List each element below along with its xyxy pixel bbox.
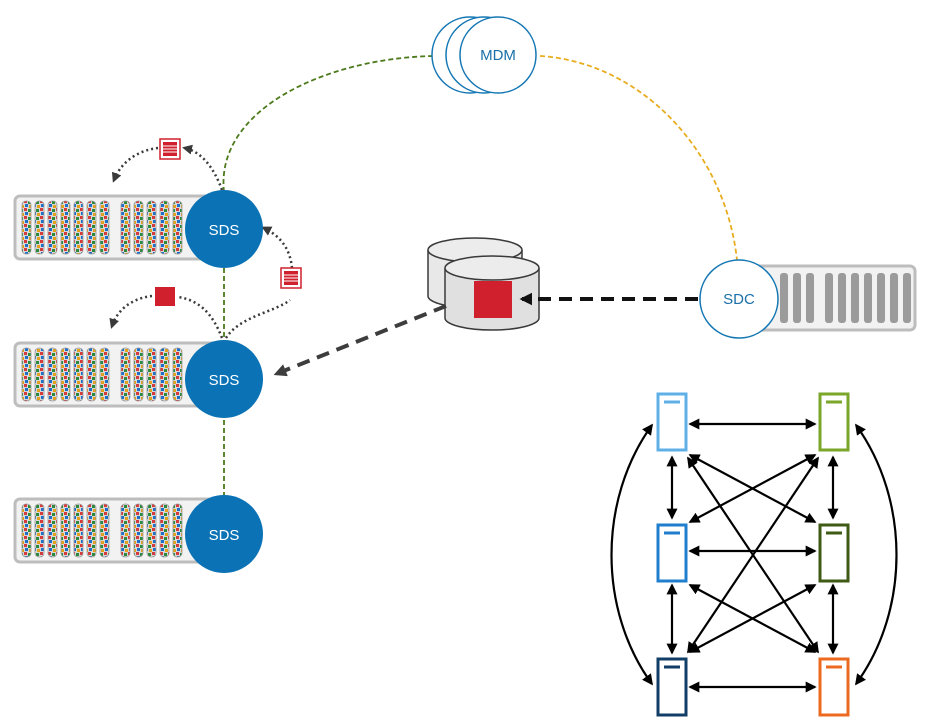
server-tower-icon bbox=[818, 392, 850, 452]
disk-slot bbox=[86, 347, 97, 402]
disk-slot bbox=[99, 347, 110, 402]
disk-slot bbox=[34, 200, 45, 255]
mdm-to-sds-link bbox=[222, 55, 435, 193]
disk-slot bbox=[60, 200, 71, 255]
disk-slot bbox=[159, 200, 170, 255]
volume-to-sds-arrow bbox=[273, 304, 447, 377]
mesh-link bbox=[855, 423, 898, 686]
disk-slot bbox=[172, 347, 183, 402]
drive-bay bbox=[890, 273, 898, 323]
drive-bay bbox=[825, 273, 833, 323]
disk-slot bbox=[133, 503, 144, 558]
drive-bay bbox=[877, 273, 885, 323]
mesh-network bbox=[610, 392, 898, 717]
disk-slot bbox=[86, 200, 97, 255]
sdc-node[interactable]: SDC bbox=[699, 259, 779, 339]
data-block-icon bbox=[280, 267, 302, 289]
replication-arrow bbox=[177, 295, 224, 339]
drive-bay bbox=[903, 273, 911, 323]
drive-bay bbox=[793, 273, 801, 323]
disk-slot bbox=[159, 503, 170, 558]
disk-slot bbox=[34, 347, 45, 402]
disk-slot bbox=[21, 503, 32, 558]
server-tower-icon bbox=[656, 392, 688, 452]
replication-arrow bbox=[109, 294, 153, 329]
disk-slot bbox=[159, 347, 170, 402]
disk-slot bbox=[47, 200, 58, 255]
disk-slot bbox=[99, 200, 110, 255]
disk-slot bbox=[73, 503, 84, 558]
disk-slot bbox=[60, 347, 71, 402]
mesh-link bbox=[687, 456, 819, 654]
replication-arrow bbox=[224, 298, 291, 339]
disk-slot bbox=[146, 347, 157, 402]
disk-slot bbox=[47, 347, 58, 402]
server-tower-icon bbox=[656, 523, 688, 583]
mdm-cluster[interactable]: MDM bbox=[431, 16, 537, 94]
server-tower-icon bbox=[656, 657, 688, 717]
replication-arrow bbox=[111, 146, 159, 183]
data-block-icon bbox=[159, 138, 181, 160]
disk-slot bbox=[172, 200, 183, 255]
disk-slot bbox=[146, 200, 157, 255]
disk-slot bbox=[120, 347, 131, 402]
drive-bay bbox=[851, 273, 859, 323]
data-block-icon bbox=[155, 287, 175, 306]
disk-slot bbox=[21, 200, 32, 255]
replication-arrow bbox=[261, 226, 294, 269]
drive-bay bbox=[838, 273, 846, 323]
disk-slot bbox=[133, 200, 144, 255]
disk-slot bbox=[73, 200, 84, 255]
disk-slot bbox=[146, 503, 157, 558]
disk-slot bbox=[86, 503, 97, 558]
sds-node[interactable]: SDS bbox=[185, 190, 263, 268]
disk-slot bbox=[120, 200, 131, 255]
disk-slot bbox=[47, 503, 58, 558]
sds-label: SDS bbox=[209, 222, 240, 239]
data-block-icon bbox=[474, 281, 512, 318]
disk-slot bbox=[60, 503, 71, 558]
sds-node[interactable]: SDS bbox=[185, 340, 263, 418]
mdm-to-sdc-link bbox=[539, 55, 738, 261]
disk-slot bbox=[73, 347, 84, 402]
disk-slot bbox=[172, 503, 183, 558]
disk-slot bbox=[120, 503, 131, 558]
replication-arrow bbox=[182, 144, 224, 191]
disk-slot bbox=[34, 503, 45, 558]
disk-slot bbox=[21, 347, 32, 402]
drive-bay bbox=[806, 273, 814, 323]
sdc-label: SDC bbox=[723, 291, 755, 308]
sds-node[interactable]: SDS bbox=[185, 495, 263, 573]
drive-bay bbox=[780, 273, 788, 323]
mdm-label: MDM bbox=[480, 47, 516, 64]
server-tower-icon bbox=[818, 657, 850, 717]
database-volume-icon bbox=[427, 237, 540, 331]
disk-slot bbox=[99, 503, 110, 558]
disk-slot bbox=[133, 347, 144, 402]
sds-label: SDS bbox=[209, 527, 240, 544]
server-tower-icon bbox=[818, 523, 850, 583]
drive-bay bbox=[864, 273, 872, 323]
mesh-link bbox=[610, 423, 653, 686]
sds-label: SDS bbox=[209, 372, 240, 389]
